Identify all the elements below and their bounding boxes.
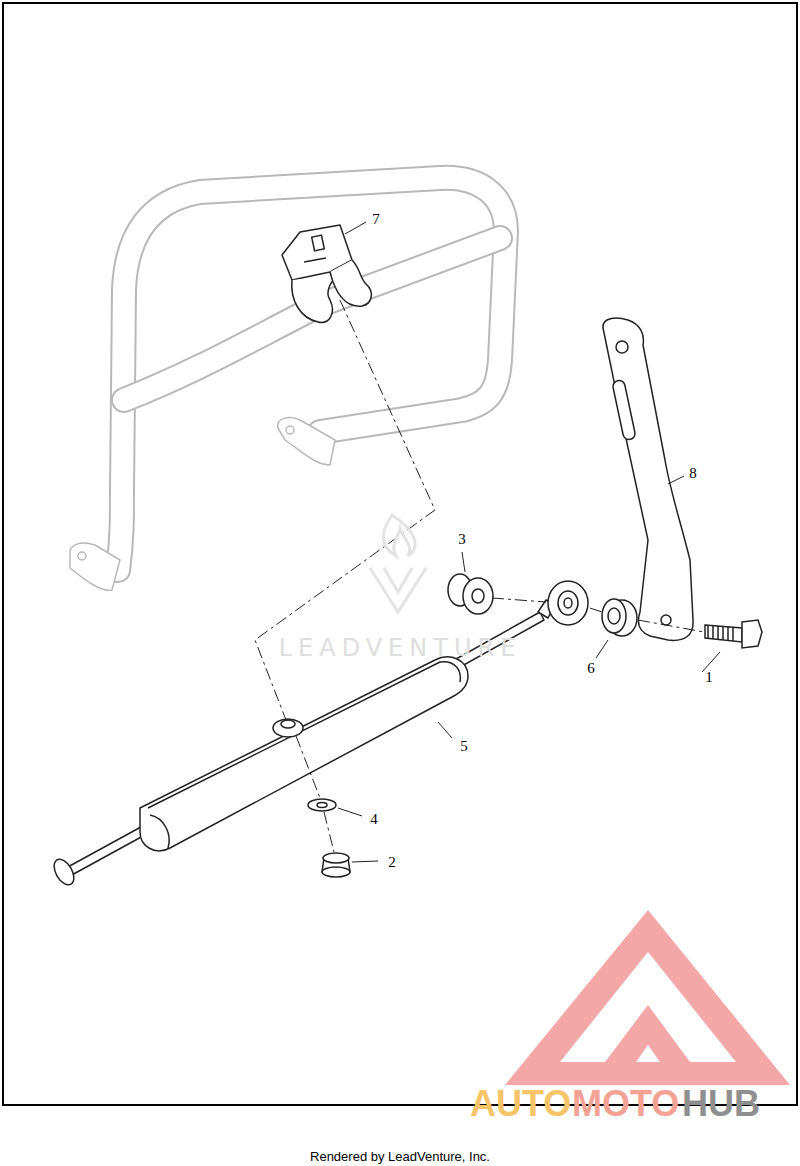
- callout-number: 2: [388, 855, 396, 870]
- engine-guard: [70, 178, 506, 590]
- frame: [3, 3, 797, 1105]
- callout-number: 6: [587, 661, 595, 676]
- callout-number: 4: [370, 812, 378, 827]
- callout-number: 5: [460, 739, 468, 754]
- washer-nut: [308, 799, 350, 877]
- damper-bracket: [603, 318, 693, 640]
- leader-line: [338, 222, 720, 862]
- footer-text: Rendered by LeadVenture, Inc.: [310, 1150, 490, 1163]
- spacer: [602, 599, 637, 636]
- callout-number: 3: [458, 532, 466, 547]
- watermark-text: AUTO: [470, 1086, 571, 1122]
- watermark-logo: [370, 515, 426, 612]
- assembly-line: [255, 300, 704, 852]
- watermark-text: HUB: [682, 1086, 760, 1122]
- flange-nut: [448, 574, 493, 614]
- bolt: [705, 620, 762, 648]
- callout-number: 7: [372, 212, 380, 227]
- watermark-logo: [505, 910, 790, 1085]
- damper-clamp: [282, 225, 371, 322]
- watermark-text: MOTO: [572, 1086, 679, 1122]
- callout-number: 8: [689, 466, 697, 481]
- steering-damper: [50, 581, 588, 888]
- callout-number: 1: [705, 670, 713, 685]
- watermark-text: LEADVENTURE: [279, 636, 522, 660]
